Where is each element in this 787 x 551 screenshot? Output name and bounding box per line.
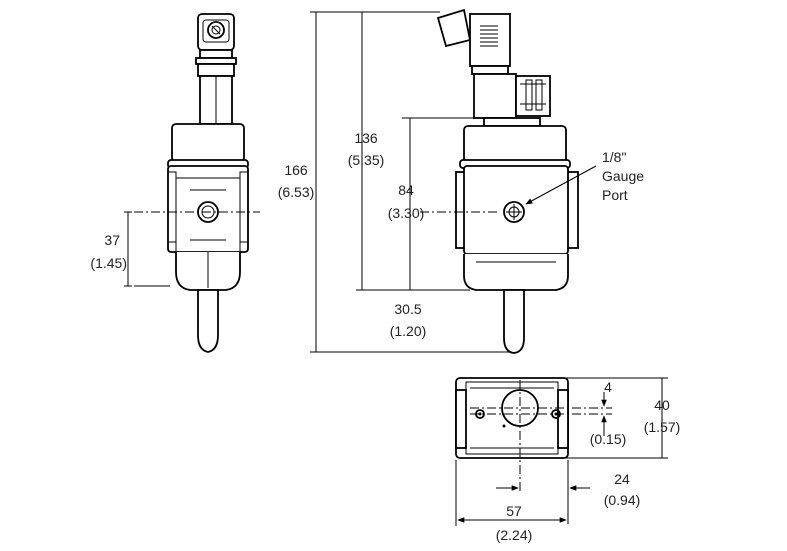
upper-body bbox=[171, 123, 245, 163]
dim-4-in: (0.15) bbox=[590, 431, 627, 447]
arrow-icon bbox=[525, 165, 597, 205]
callout-line3: Port bbox=[602, 187, 628, 203]
dim-24: 24 bbox=[614, 471, 630, 487]
dim-84: 84 bbox=[398, 182, 414, 198]
side-view: 37 (1.45) bbox=[90, 13, 260, 353]
front-view: 1/8" Gauge Port 166 (6.53) 136 (5.35) 84… bbox=[278, 8, 644, 354]
dim-37: 37 bbox=[104, 232, 120, 248]
dim-57-in: (2.24) bbox=[496, 527, 533, 543]
bowl-side bbox=[197, 289, 219, 353]
dim-4: 4 bbox=[604, 379, 612, 395]
dim-136: 136 bbox=[354, 130, 378, 146]
top-connector bbox=[195, 13, 237, 125]
main-body-front bbox=[455, 165, 579, 291]
bowl-front bbox=[503, 289, 525, 354]
angled-connector bbox=[436, 8, 551, 119]
dim-136-in: (5.35) bbox=[348, 152, 385, 168]
dim-166-in: (6.53) bbox=[278, 184, 315, 200]
dim-57: 57 bbox=[506, 503, 522, 519]
gauge-port-icon bbox=[503, 201, 525, 223]
dim-37-in: (1.45) bbox=[90, 255, 127, 271]
dim-166: 166 bbox=[284, 162, 308, 178]
dim-84-in: (3.30) bbox=[388, 205, 425, 221]
dim-30-5: 30.5 bbox=[394, 301, 421, 317]
dim-24-in: (0.94) bbox=[604, 492, 641, 508]
dim-40-in: (1.57) bbox=[644, 419, 681, 435]
dim-40: 40 bbox=[654, 397, 670, 413]
connector-grill-icon bbox=[480, 25, 498, 47]
dim-30-5-in: (1.20) bbox=[390, 323, 427, 339]
upper-body-front bbox=[463, 125, 567, 165]
main-body-side bbox=[167, 165, 249, 291]
callout-line1: 1/8" bbox=[602, 149, 626, 165]
callout-line2: Gauge bbox=[602, 168, 644, 184]
top-view: 4 (0.15) 40 (1.57) 24 (0.94) 57 (2.24) bbox=[455, 377, 681, 543]
